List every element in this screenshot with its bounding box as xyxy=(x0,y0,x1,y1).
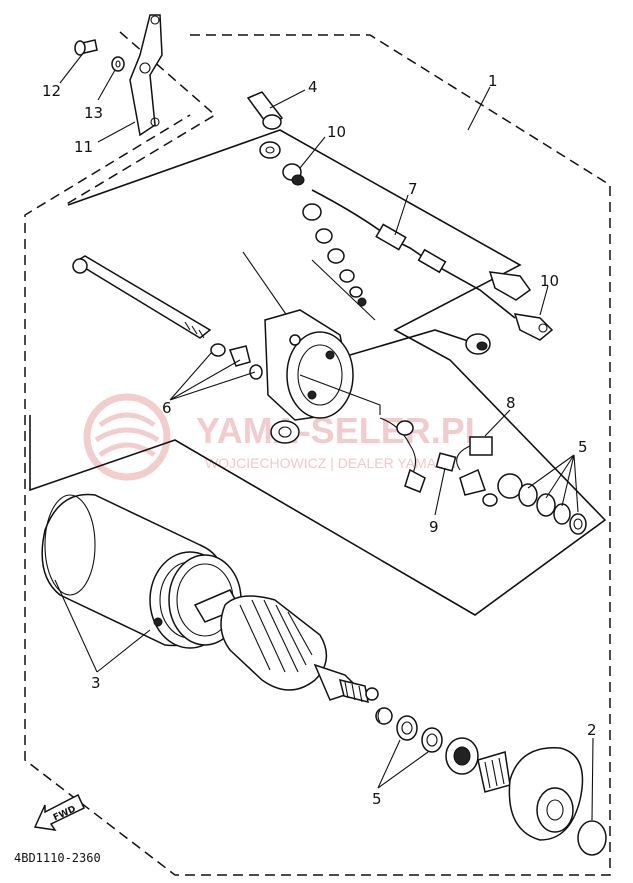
label-11: 11 xyxy=(74,138,93,156)
bracket-11 xyxy=(129,14,163,137)
boot-cap xyxy=(488,271,532,301)
label-10-upper: 10 xyxy=(327,123,346,141)
label-9: 9 xyxy=(429,518,439,536)
label-2: 2 xyxy=(587,721,597,739)
watermark-logo xyxy=(83,393,171,481)
label-6: 6 xyxy=(162,399,172,417)
label-5-lower: 5 xyxy=(372,790,382,808)
watermark: YAMA-SELER.PL WOJCIECHOWICZ | DEALER YAM… xyxy=(83,393,487,481)
label-4: 4 xyxy=(308,78,318,96)
assembly-boundary xyxy=(24,34,611,876)
label-8: 8 xyxy=(506,394,516,412)
part-labels: 12 13 11 4 1 10 7 10 6 8 9 5 3 5 2 xyxy=(42,72,597,808)
fwd-arrow: FWD xyxy=(33,793,85,831)
terminal-10 xyxy=(513,313,554,341)
rear-cover xyxy=(264,309,491,444)
watermark-title: YAMA-SELER.PL xyxy=(196,410,487,451)
label-10-right: 10 xyxy=(540,272,559,290)
label-3: 3 xyxy=(91,674,101,692)
washer-13 xyxy=(111,56,125,72)
label-5-upper: 5 xyxy=(578,438,588,456)
leader-lines xyxy=(54,51,594,821)
watermark-subtitle: WOJCIECHOWICZ | DEALER YAMAHA xyxy=(205,455,456,471)
brush-8 xyxy=(469,436,493,456)
lead-wire-7 xyxy=(311,189,516,319)
brush-set xyxy=(379,417,587,535)
drawing-code: 4BD1110-2360 xyxy=(14,851,101,865)
armature xyxy=(193,589,379,704)
label-12: 12 xyxy=(42,82,61,100)
rear-cover-group-outline xyxy=(29,129,607,616)
terminal-parts xyxy=(242,91,554,341)
o-ring-2 xyxy=(577,820,607,856)
label-7: 7 xyxy=(408,180,418,198)
through-bolts-6 xyxy=(72,255,263,380)
bracket-group-boundary xyxy=(64,31,217,206)
front-cover-group xyxy=(375,707,607,856)
bracket-assembly xyxy=(74,14,163,137)
yoke-housing-3 xyxy=(41,493,242,649)
label-1: 1 xyxy=(488,72,498,90)
label-13: 13 xyxy=(84,104,103,122)
